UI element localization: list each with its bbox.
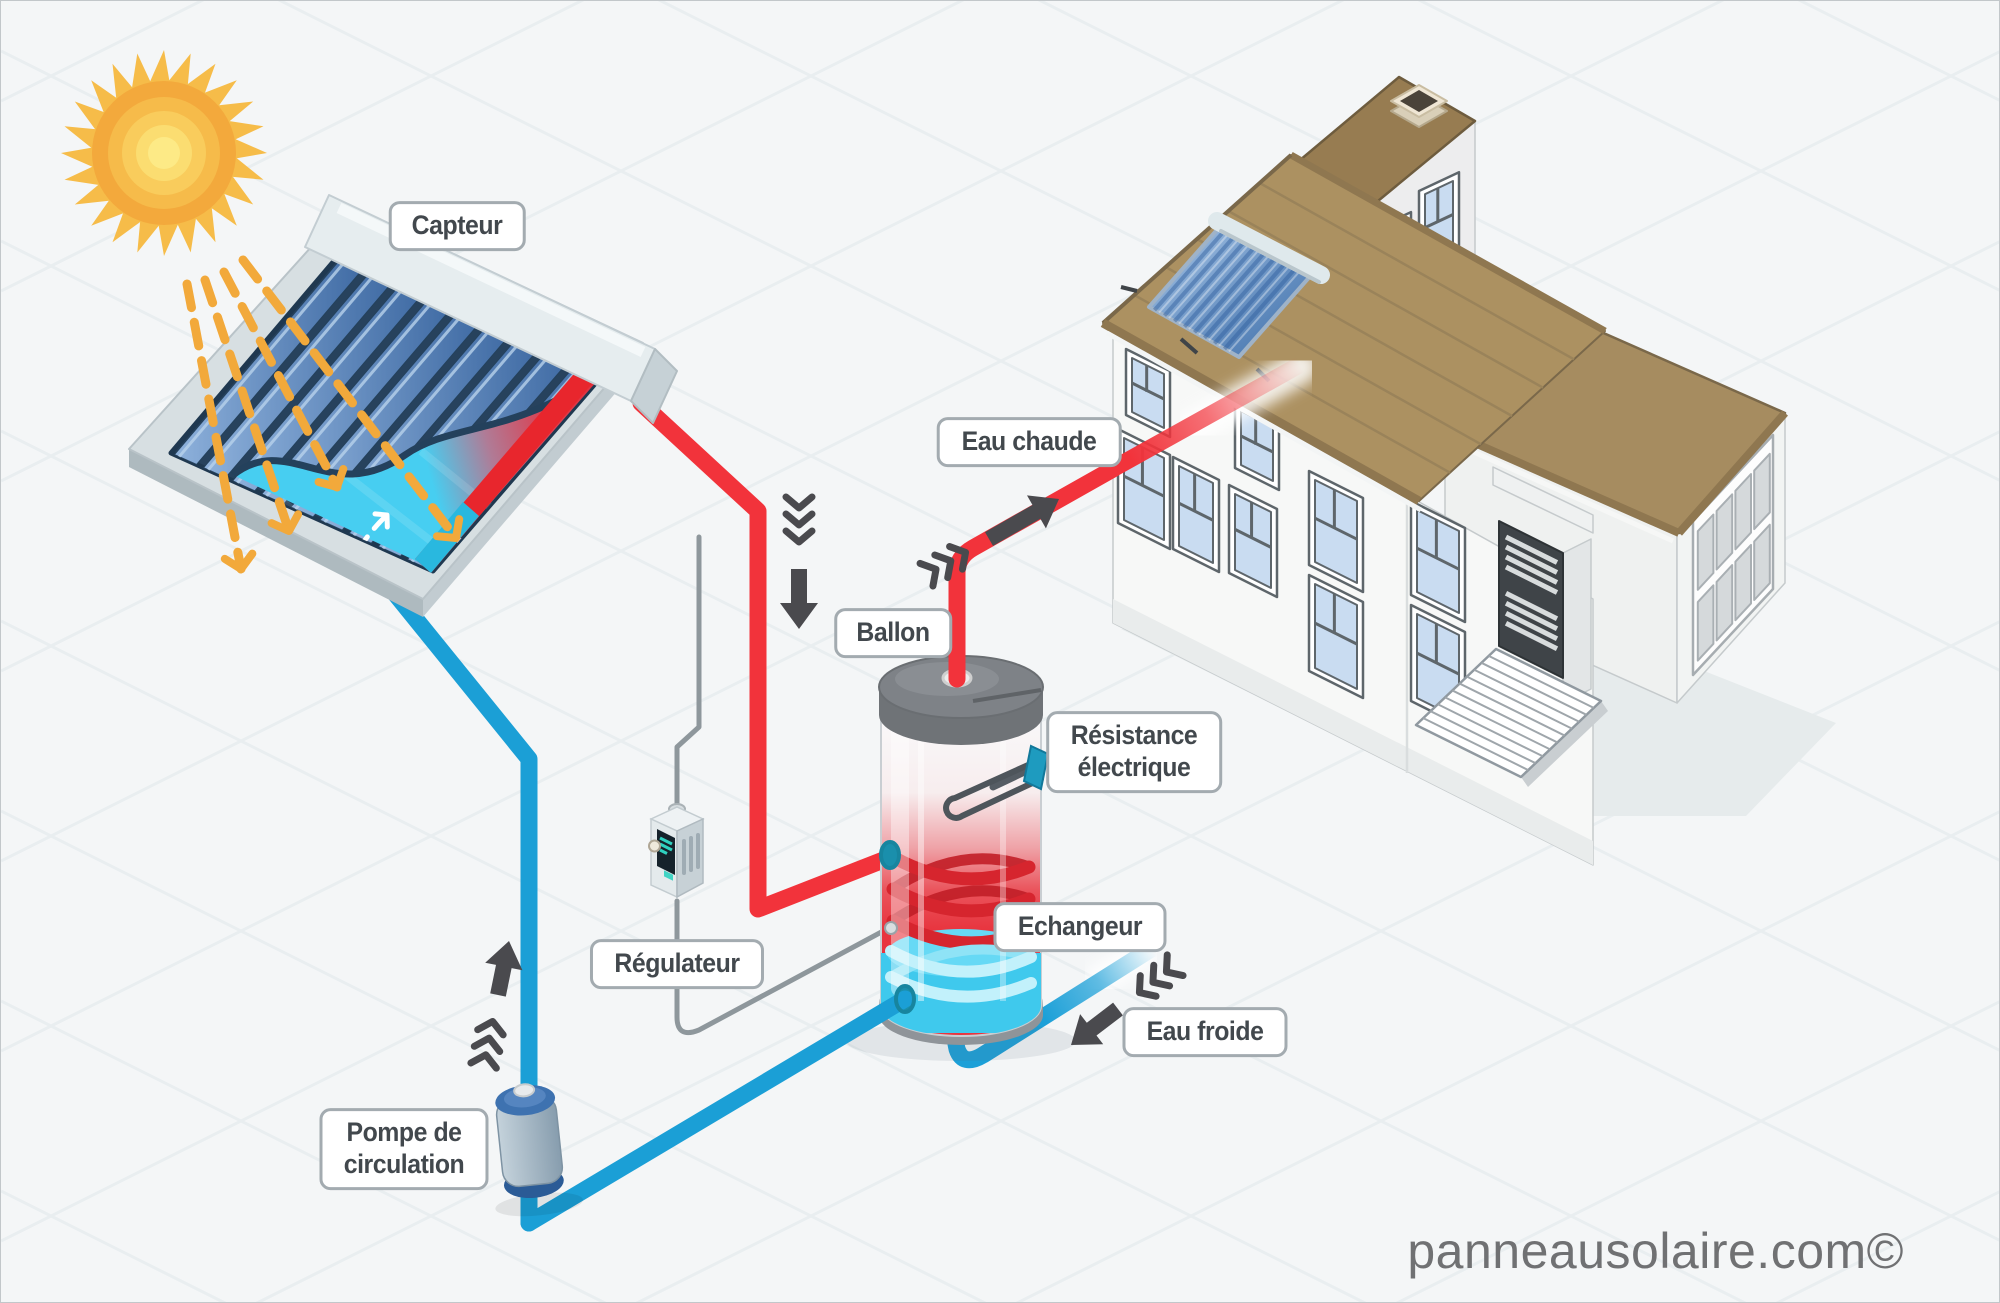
sun-rays	[182, 255, 464, 574]
label-eau-chaude: Eau chaude	[936, 417, 1122, 467]
hot-pipe-collector-to-tank	[632, 394, 900, 918]
label-ballon: Ballon	[834, 608, 952, 658]
cold-loop-pipe-down	[384, 582, 538, 1232]
door-jamb	[1562, 538, 1592, 704]
roof-solar-panel	[1120, 212, 1330, 383]
label-regulateur: Régulateur	[589, 939, 765, 989]
regulator-knob	[648, 839, 661, 853]
regulator-box	[648, 803, 705, 899]
skylight	[1390, 84, 1448, 128]
tank-sensor-port	[884, 921, 898, 935]
circulation-pump	[495, 1083, 583, 1217]
heater-connector	[1022, 744, 1050, 791]
sensor-wire-collector	[674, 534, 702, 816]
steps-side	[1521, 701, 1608, 787]
tank-mid-port	[881, 842, 899, 868]
collector-frame-side-left	[129, 449, 423, 617]
front-wall-plinth	[1113, 599, 1593, 865]
sun-icon	[61, 50, 267, 256]
cold-in-pipe	[944, 940, 1160, 1069]
electric-heater	[943, 744, 1050, 821]
step-stripes	[1422, 655, 1595, 771]
entrance-steps	[1414, 647, 1603, 779]
house-illustration	[1100, 75, 1836, 866]
label-capteur: Capteur	[388, 201, 526, 251]
flow-arrows	[467, 493, 1187, 1072]
casing-end-cap	[630, 348, 678, 424]
solar-collector	[128, 194, 678, 617]
sensor-wiring	[674, 534, 890, 1036]
watermark: panneausolaire.com©	[1407, 1223, 1904, 1279]
label-echangeur: Echangeur	[993, 902, 1167, 952]
sensor-wire-tank	[674, 898, 890, 1036]
label-eau-froide: Eau froide	[1122, 1007, 1288, 1057]
pipework	[384, 394, 900, 1232]
collector-frame-side-right	[423, 343, 643, 617]
door-lintel	[1492, 466, 1594, 534]
cold-loop-pipe-to-tank	[520, 990, 914, 1232]
door-louvers	[1504, 534, 1559, 651]
garage-door-panels	[1696, 452, 1771, 662]
